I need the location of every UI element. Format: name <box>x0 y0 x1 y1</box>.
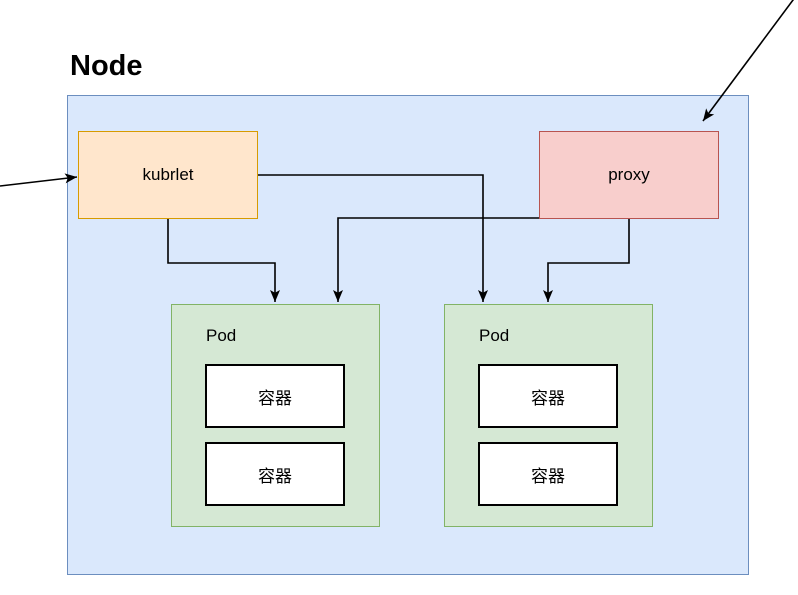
kubelet-label: kubrlet <box>142 165 194 184</box>
kubelet-box: kubrlet <box>78 131 258 219</box>
container-label: 容器 <box>258 466 292 486</box>
container-label: 容器 <box>531 466 565 486</box>
proxy-box: proxy <box>539 131 719 219</box>
node-title: Node <box>70 50 143 82</box>
pod-2-container-box-1: 容器 <box>478 364 618 428</box>
pod-box-2: Pod 容器 容器 <box>444 304 653 527</box>
proxy-label: proxy <box>608 165 650 184</box>
pod-2-container-box-2: 容器 <box>478 442 618 506</box>
pod-2-label: Pod <box>479 326 510 345</box>
container-label: 容器 <box>531 388 565 408</box>
pod-1-container-box-1: 容器 <box>205 364 345 428</box>
pod-1-container-box-2: 容器 <box>205 442 345 506</box>
container-label: 容器 <box>258 388 292 408</box>
edge-external-left-to-kubelet <box>0 173 78 187</box>
pod-1-label: Pod <box>206 326 237 345</box>
pod-box-1: Pod 容器 容器 <box>171 304 380 527</box>
